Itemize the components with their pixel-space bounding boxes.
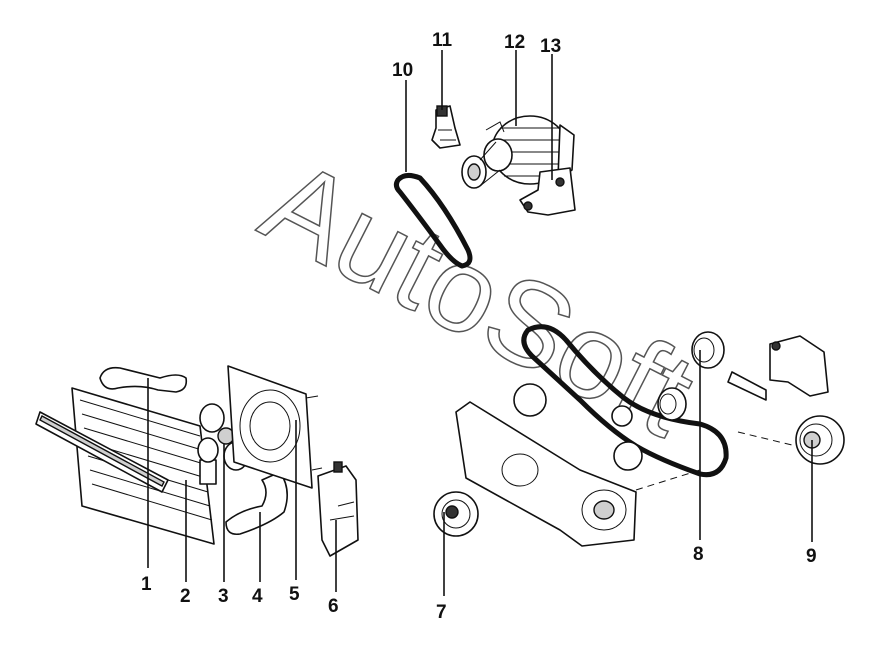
tensioner-bracket [727, 335, 829, 401]
drive-belt-part-10 [393, 172, 473, 269]
coolant-reservoir-part-6 [317, 461, 359, 557]
bracket-part-11 [431, 105, 461, 149]
fan-shroud-part-5 [227, 365, 323, 489]
callout-12: 12 [504, 32, 525, 53]
callout-10: 10 [392, 60, 413, 81]
callout-8: 8 [693, 544, 704, 565]
callout-13: 13 [540, 36, 561, 57]
alternator-bracket-part-13 [519, 167, 576, 216]
alternator-part-12 [461, 115, 575, 189]
cam-sprocket-part-9 [795, 415, 845, 465]
callout-2: 2 [180, 586, 191, 607]
callout-3: 3 [218, 586, 229, 607]
callout-7: 7 [436, 602, 447, 623]
callout-5: 5 [289, 584, 300, 605]
alignment-lines [635, 431, 797, 491]
callout-4: 4 [252, 586, 263, 607]
callout-numbers: 1 2 3 4 5 6 7 8 9 10 11 12 13 [141, 30, 817, 623]
radiator-part-2 [35, 387, 217, 545]
upper-radiator-hose-part-1 [99, 366, 188, 393]
crank-pulley-part-7 [433, 491, 479, 537]
leader-lines [147, 50, 813, 596]
callout-6: 6 [328, 596, 339, 617]
callout-11: 11 [432, 30, 453, 51]
callout-9: 9 [806, 546, 817, 567]
timing-cover [455, 401, 637, 547]
idler-pulley-part-8 [657, 331, 725, 421]
lower-radiator-hose-part-4 [225, 471, 288, 536]
timing-belt [513, 324, 729, 478]
callout-1: 1 [141, 574, 152, 595]
